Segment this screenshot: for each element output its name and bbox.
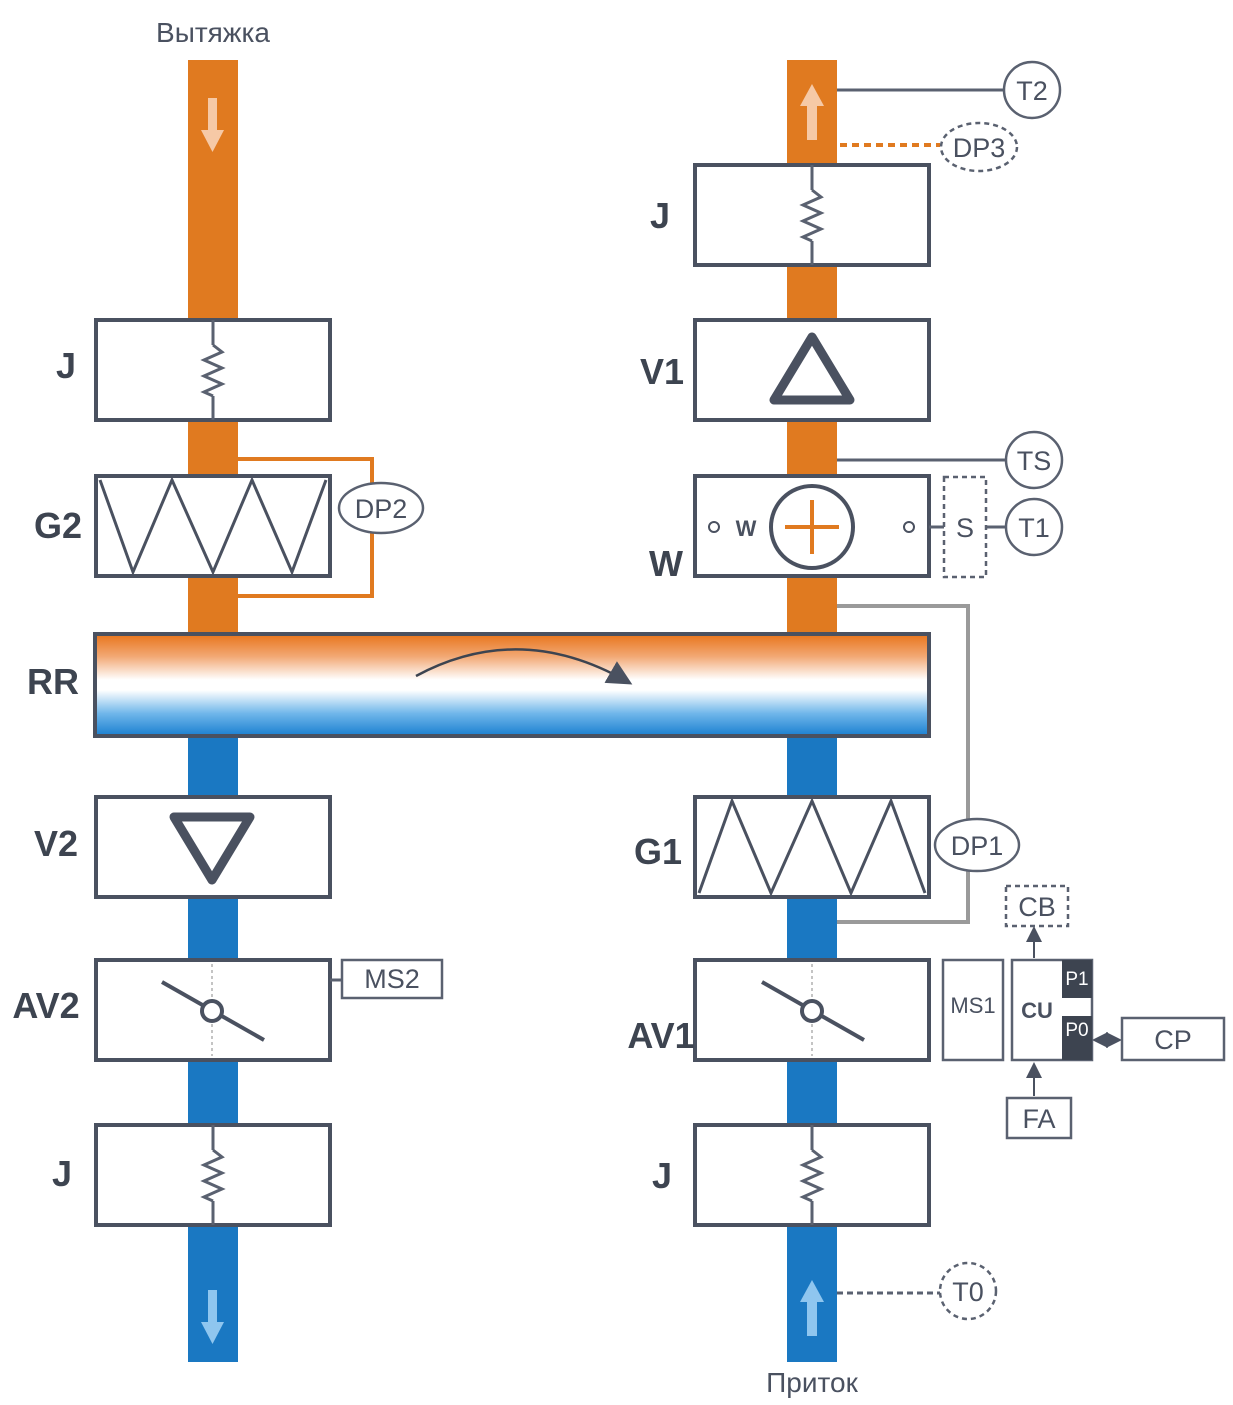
- supply-water-heater-w: [693, 474, 931, 578]
- exhaust-damper-label: AV2: [12, 985, 79, 1026]
- exhaust-flow-arrow-top: [201, 98, 224, 152]
- dp3-label: DP3: [953, 133, 1006, 163]
- rotation-arrow: [415, 648, 633, 685]
- dp1-connection-line: [837, 604, 970, 924]
- control-unit: [1010, 958, 1094, 1062]
- supply-damper-av1: [693, 958, 931, 1062]
- ms1-box: [941, 958, 1005, 1062]
- cp-box: [1120, 1016, 1226, 1062]
- t1-sensor: [1004, 497, 1064, 557]
- exhaust-filter-bottom-label: J: [52, 1153, 72, 1194]
- supply-heater-g1: [693, 795, 931, 899]
- supply-flow-arrow-bottom: [800, 1280, 824, 1336]
- s-box: [942, 475, 988, 579]
- cp-label: CP: [1154, 1025, 1192, 1055]
- fa-label: FA: [1022, 1104, 1055, 1134]
- exhaust-filter-bottom: [94, 1123, 332, 1227]
- exhaust-caption: Вытяжка: [156, 17, 270, 48]
- dp2-label: DP2: [355, 494, 408, 524]
- exhaust-filter-top-label: J: [56, 345, 76, 386]
- exhaust-damper-av2: [94, 958, 332, 1062]
- supply-filter-top: [693, 163, 931, 267]
- supply-heater-label: G1: [634, 831, 682, 872]
- p0-port-label: P0: [1065, 1020, 1088, 1041]
- dp1-label: DP1: [951, 831, 1004, 861]
- supply-fan-v1: [693, 318, 931, 422]
- exhaust-fan-label: V2: [34, 823, 78, 864]
- p1-port-label: P1: [1065, 969, 1088, 990]
- fa-box: [1005, 1096, 1073, 1140]
- supply-fan-label: V1: [640, 351, 684, 392]
- t0-label: T0: [952, 1277, 984, 1307]
- water-heater-inner-label: W: [736, 516, 757, 541]
- cb-label: CB: [1018, 892, 1056, 922]
- ms2-label: MS2: [364, 964, 420, 994]
- rotary-heat-exchanger: [93, 632, 931, 738]
- exhaust-heater-g2: [94, 474, 332, 578]
- ms2-box: [340, 958, 444, 1000]
- t2-sensor: [1002, 60, 1062, 120]
- t0-sensor: [938, 1261, 998, 1321]
- ts-label: TS: [1017, 446, 1052, 476]
- s-label: S: [956, 513, 974, 543]
- supply-filter-top-label: J: [650, 195, 670, 236]
- dp2-sensor: [337, 481, 425, 535]
- exhaust-fan-v2: [94, 795, 332, 899]
- exhaust-heater-label: G2: [34, 505, 82, 546]
- ts-sensor: [1004, 430, 1064, 490]
- t2-label: T2: [1016, 76, 1048, 106]
- cu-label: CU: [1021, 998, 1053, 1023]
- supply-damper-label: AV1: [627, 1015, 694, 1056]
- exhaust-flow-arrow-bottom: [201, 1290, 224, 1344]
- rotor-label: RR: [27, 661, 79, 702]
- cb-box: [1004, 884, 1070, 928]
- exhaust-filter-top: [94, 318, 332, 422]
- supply-flow-arrow-top: [800, 84, 824, 140]
- ms1-label: MS1: [950, 993, 995, 1018]
- water-heater-label: W: [649, 543, 683, 584]
- supply-caption: Приток: [766, 1367, 858, 1398]
- t1-label: T1: [1018, 513, 1050, 543]
- dp3-sensor: [939, 121, 1019, 173]
- supply-filter-bottom-label: J: [652, 1155, 672, 1196]
- supply-filter-bottom: [693, 1123, 931, 1227]
- dp1-sensor: [933, 817, 1021, 873]
